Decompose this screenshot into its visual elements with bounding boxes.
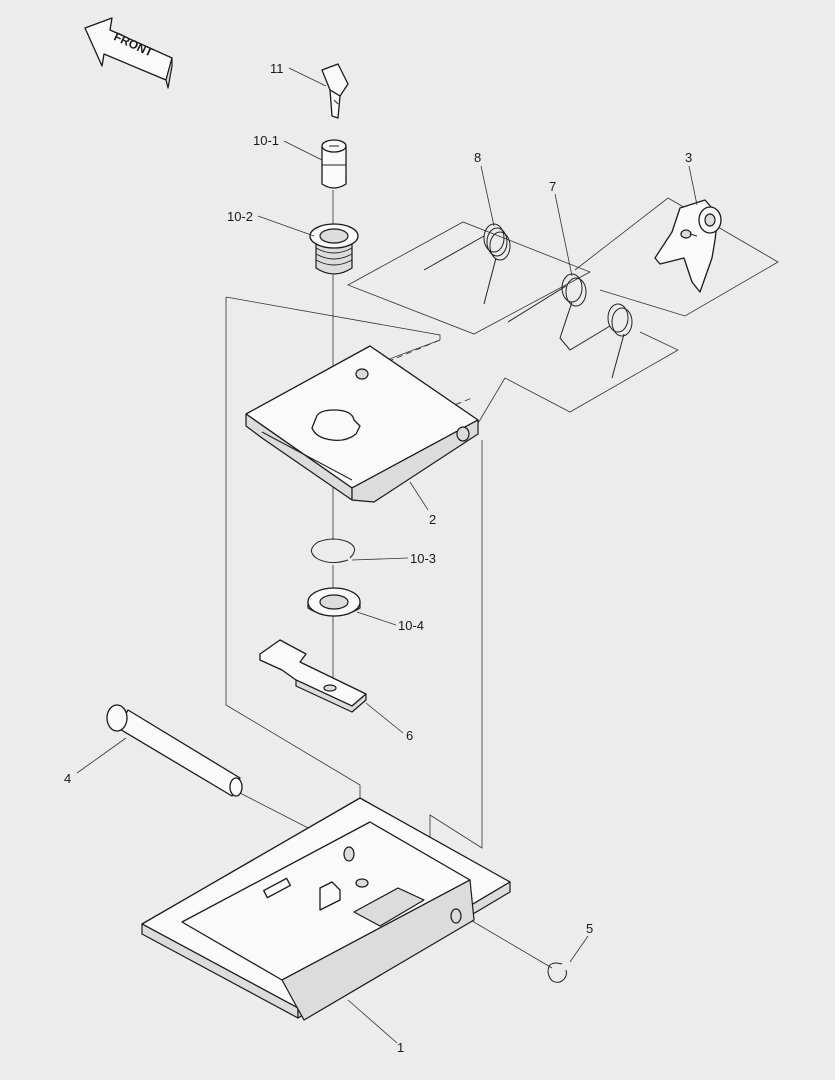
callout-leaders <box>76 67 698 1044</box>
callout-10-1: 10-1 <box>253 133 279 148</box>
callout-10-4: 10-4 <box>398 618 424 633</box>
spring-part-8 <box>423 223 511 305</box>
callout-4: 4 <box>64 771 71 786</box>
washer-part-10-4 <box>307 587 361 617</box>
callout-5: 5 <box>586 921 593 936</box>
latch-housing-part-2 <box>245 345 479 503</box>
front-direction-arrow: FRONT <box>84 17 173 89</box>
callout-6: 6 <box>406 728 413 743</box>
callout-11: 11 <box>270 61 284 76</box>
threaded-nut-part-10-2 <box>309 223 359 275</box>
latch-cam-part-3 <box>654 199 722 293</box>
callout-8: 8 <box>474 150 481 165</box>
hinge-pin-part-4 <box>106 704 243 797</box>
callout-1: 1 <box>397 1040 404 1055</box>
callout-2: 2 <box>429 512 436 527</box>
key-part-11 <box>321 63 349 119</box>
callout-10-3: 10-3 <box>410 551 436 566</box>
callout-3: 3 <box>685 150 692 165</box>
base-tray-part-1 <box>141 797 511 1021</box>
spring-part-7 <box>507 273 633 379</box>
callout-7: 7 <box>549 179 556 194</box>
callout-labels: 11 10-1 10-2 8 7 3 2 10-3 10-4 6 4 5 1 <box>64 61 692 1055</box>
lock-plate-part-6 <box>259 639 367 713</box>
callout-10-2: 10-2 <box>227 209 253 224</box>
retaining-clip-part-5 <box>547 962 567 983</box>
lock-cylinder-part-10-1 <box>321 139 347 189</box>
snap-ring-part-10-3 <box>311 538 355 564</box>
